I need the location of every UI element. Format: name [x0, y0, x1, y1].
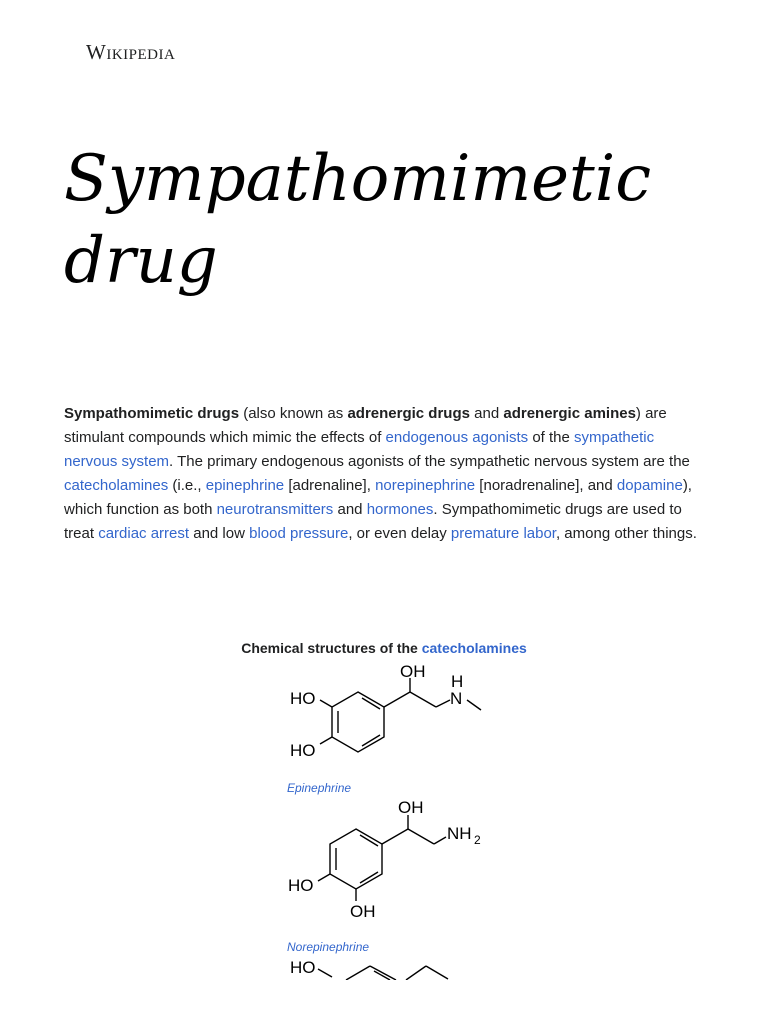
lead-text: . Sympathomimetic drugs are used to trea… — [64, 501, 682, 542]
epinephrine-structure: OH H N HO HO — [290, 662, 482, 760]
bold-term: Sympathomimetic drugs — [64, 405, 240, 422]
bond — [381, 828, 409, 845]
catecholamines-caption-link[interactable]: catecholamines — [421, 640, 527, 656]
lead-text: . The primary endogenous agonists of the… — [169, 453, 690, 470]
bond — [409, 691, 437, 708]
atom-ho: HO — [288, 876, 314, 895]
blood-pressure-link[interactable]: blood pressure — [249, 525, 349, 542]
norepinephrine-label[interactable]: Norepinephrine — [287, 940, 370, 954]
bond — [383, 691, 411, 708]
neurotransmitters-link[interactable]: neurotransmitters — [216, 501, 334, 518]
lead-text: of the — [528, 429, 575, 446]
atom-oh: OH — [400, 662, 426, 681]
atom-oh: OH — [350, 902, 376, 921]
epinephrine-label[interactable]: Epinephrine — [287, 781, 352, 795]
page-title: Sympathomimetic drug — [64, 142, 652, 298]
epinephrine-link[interactable]: epinephrine — [205, 477, 285, 494]
ring-double-bond — [359, 871, 379, 884]
endogenous-agonists-link[interactable]: endogenous agonists — [385, 429, 529, 446]
catecholamines-link[interactable]: catecholamines — [64, 477, 169, 494]
bond — [407, 828, 435, 845]
lead-text: ) are stimulant compounds which mimic th… — [64, 405, 667, 446]
atom-nh: NH — [447, 824, 472, 843]
atom-ho: HO — [290, 958, 316, 977]
cardiac-arrest-link[interactable]: cardiac arrest — [98, 525, 190, 542]
norepinephrine-structure: OH NH 2 HO OH — [288, 798, 481, 921]
lead-text: , or even delay — [348, 525, 451, 542]
norepinephrine-link[interactable]: norepinephrine — [375, 477, 476, 494]
benzene-ring — [329, 828, 383, 890]
lead-paragraph: Sympathomimetic drugs (also known as adr… — [64, 402, 704, 546]
bond — [405, 965, 427, 980]
bond — [435, 699, 451, 708]
bond — [319, 736, 333, 745]
bond — [369, 965, 397, 980]
atom-n: N — [450, 689, 462, 708]
lead-text: (i.e., — [168, 477, 206, 494]
ring-double-bond — [359, 834, 379, 847]
bond — [345, 965, 371, 980]
bold-term: adrenergic drugs — [347, 405, 470, 422]
sympathetic-nervous-system-link[interactable]: sympathetic nervous system — [64, 429, 655, 470]
lead-text: and — [333, 501, 367, 518]
bond — [466, 699, 482, 711]
atom-ho: HO — [290, 689, 316, 708]
bold-term: adrenergic amines — [503, 405, 636, 422]
bond — [425, 965, 449, 980]
lead-text: and low — [189, 525, 250, 542]
lead-text: [noradrenaline], and — [475, 477, 617, 494]
ring-double-bond — [373, 970, 391, 980]
dopamine-structure: HO — [290, 958, 449, 980]
bond — [317, 873, 331, 882]
dopamine-link[interactable]: dopamine — [616, 477, 683, 494]
lead-text: (also known as — [239, 405, 348, 422]
ring-double-bond — [361, 734, 381, 747]
atom-subscript: 2 — [474, 833, 481, 847]
lead-text: , among other things. — [555, 525, 697, 542]
figure-caption: Chemical structures of the catecholamine… — [0, 640, 768, 656]
figure-caption-text: Chemical structures of the — [241, 640, 422, 656]
benzene-ring — [331, 691, 385, 753]
lead-text: [adrenaline], — [284, 477, 376, 494]
bond — [319, 699, 333, 708]
premature-labor-link[interactable]: premature labor — [450, 525, 556, 542]
atom-oh: OH — [398, 798, 424, 817]
atom-ho: HO — [290, 741, 316, 760]
bond — [317, 968, 333, 978]
wikipedia-wordmark[interactable]: Wikipedia — [86, 40, 176, 64]
hormones-link[interactable]: hormones — [366, 501, 434, 518]
lead-text: and — [469, 405, 504, 422]
ring-double-bond — [361, 697, 381, 710]
bond — [433, 836, 447, 845]
atom-h: H — [451, 672, 463, 691]
lead-text: ), which function as both — [64, 477, 692, 518]
